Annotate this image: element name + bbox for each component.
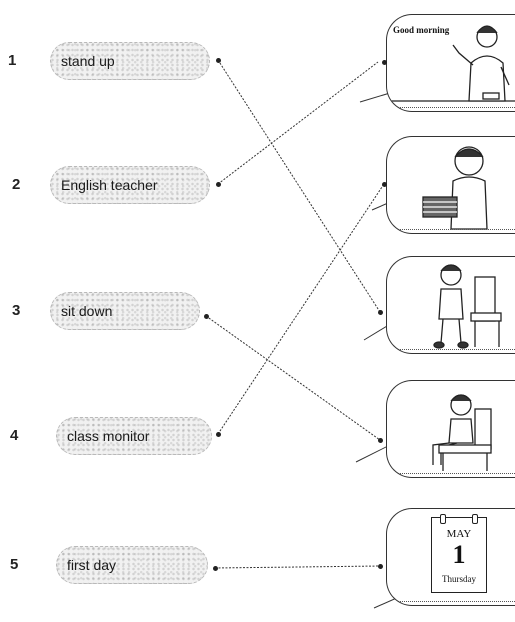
match-line-2 [217,61,379,185]
calendar-month: MAY [446,528,472,540]
frame-base [387,473,515,477]
match-line-3 [205,315,381,441]
phrase-dot-1[interactable] [216,58,221,63]
row-number-2: 2 [12,176,21,193]
picture-calendar[interactable]: MAY 1 Thursday [386,508,515,606]
phrase-dot-5[interactable] [213,566,218,571]
calendar-ring-left [440,514,446,524]
match-line-1 [217,59,381,313]
boy-with-books-icon [422,146,488,230]
phrase-sit-down[interactable]: sit down [50,292,200,330]
frame-base [387,229,515,233]
picture-teacher-greeting[interactable]: Good morning [386,14,515,112]
phrase-stand-up[interactable]: stand up [50,42,210,80]
row-number-3: 3 [12,302,21,319]
calendar-day: 1 [452,540,466,569]
row-number-4: 4 [10,427,19,444]
calendar-ring-right [472,514,478,524]
frame-base [387,349,515,353]
row-number-1: 1 [8,52,17,69]
phrase-dot-4[interactable] [216,432,221,437]
picture-dot-1[interactable] [382,60,387,65]
phrase-english-teacher[interactable]: English teacher [50,166,210,204]
picture-boy-sitting-on-chair[interactable] [386,380,515,478]
picture-boy-with-books[interactable] [386,136,515,234]
phrase-class-monitor[interactable]: class monitor [56,417,212,455]
frame-base [387,107,515,111]
teacher-icon [389,25,515,102]
picture-dot-3[interactable] [378,310,383,315]
match-line-4 [217,183,385,435]
picture-dot-5[interactable] [378,564,383,569]
match-line-5 [214,565,381,569]
frame-base [387,601,515,605]
picture-dot-4[interactable] [378,438,383,443]
row-number-5: 5 [10,556,19,573]
phrase-first-day[interactable]: first day [56,546,208,584]
boy-sitting-icon [432,394,492,471]
phrase-dot-2[interactable] [216,182,221,187]
calendar-weekday: Thursday [442,574,476,584]
phrase-dot-3[interactable] [204,314,209,319]
picture-boy-standing-by-chair[interactable] [386,256,515,354]
greeting-bubble: Good morning [393,25,450,35]
picture-dot-2[interactable] [382,182,387,187]
calendar-icon: MAY 1 Thursday [431,514,487,593]
boy-standing-icon [433,264,502,349]
